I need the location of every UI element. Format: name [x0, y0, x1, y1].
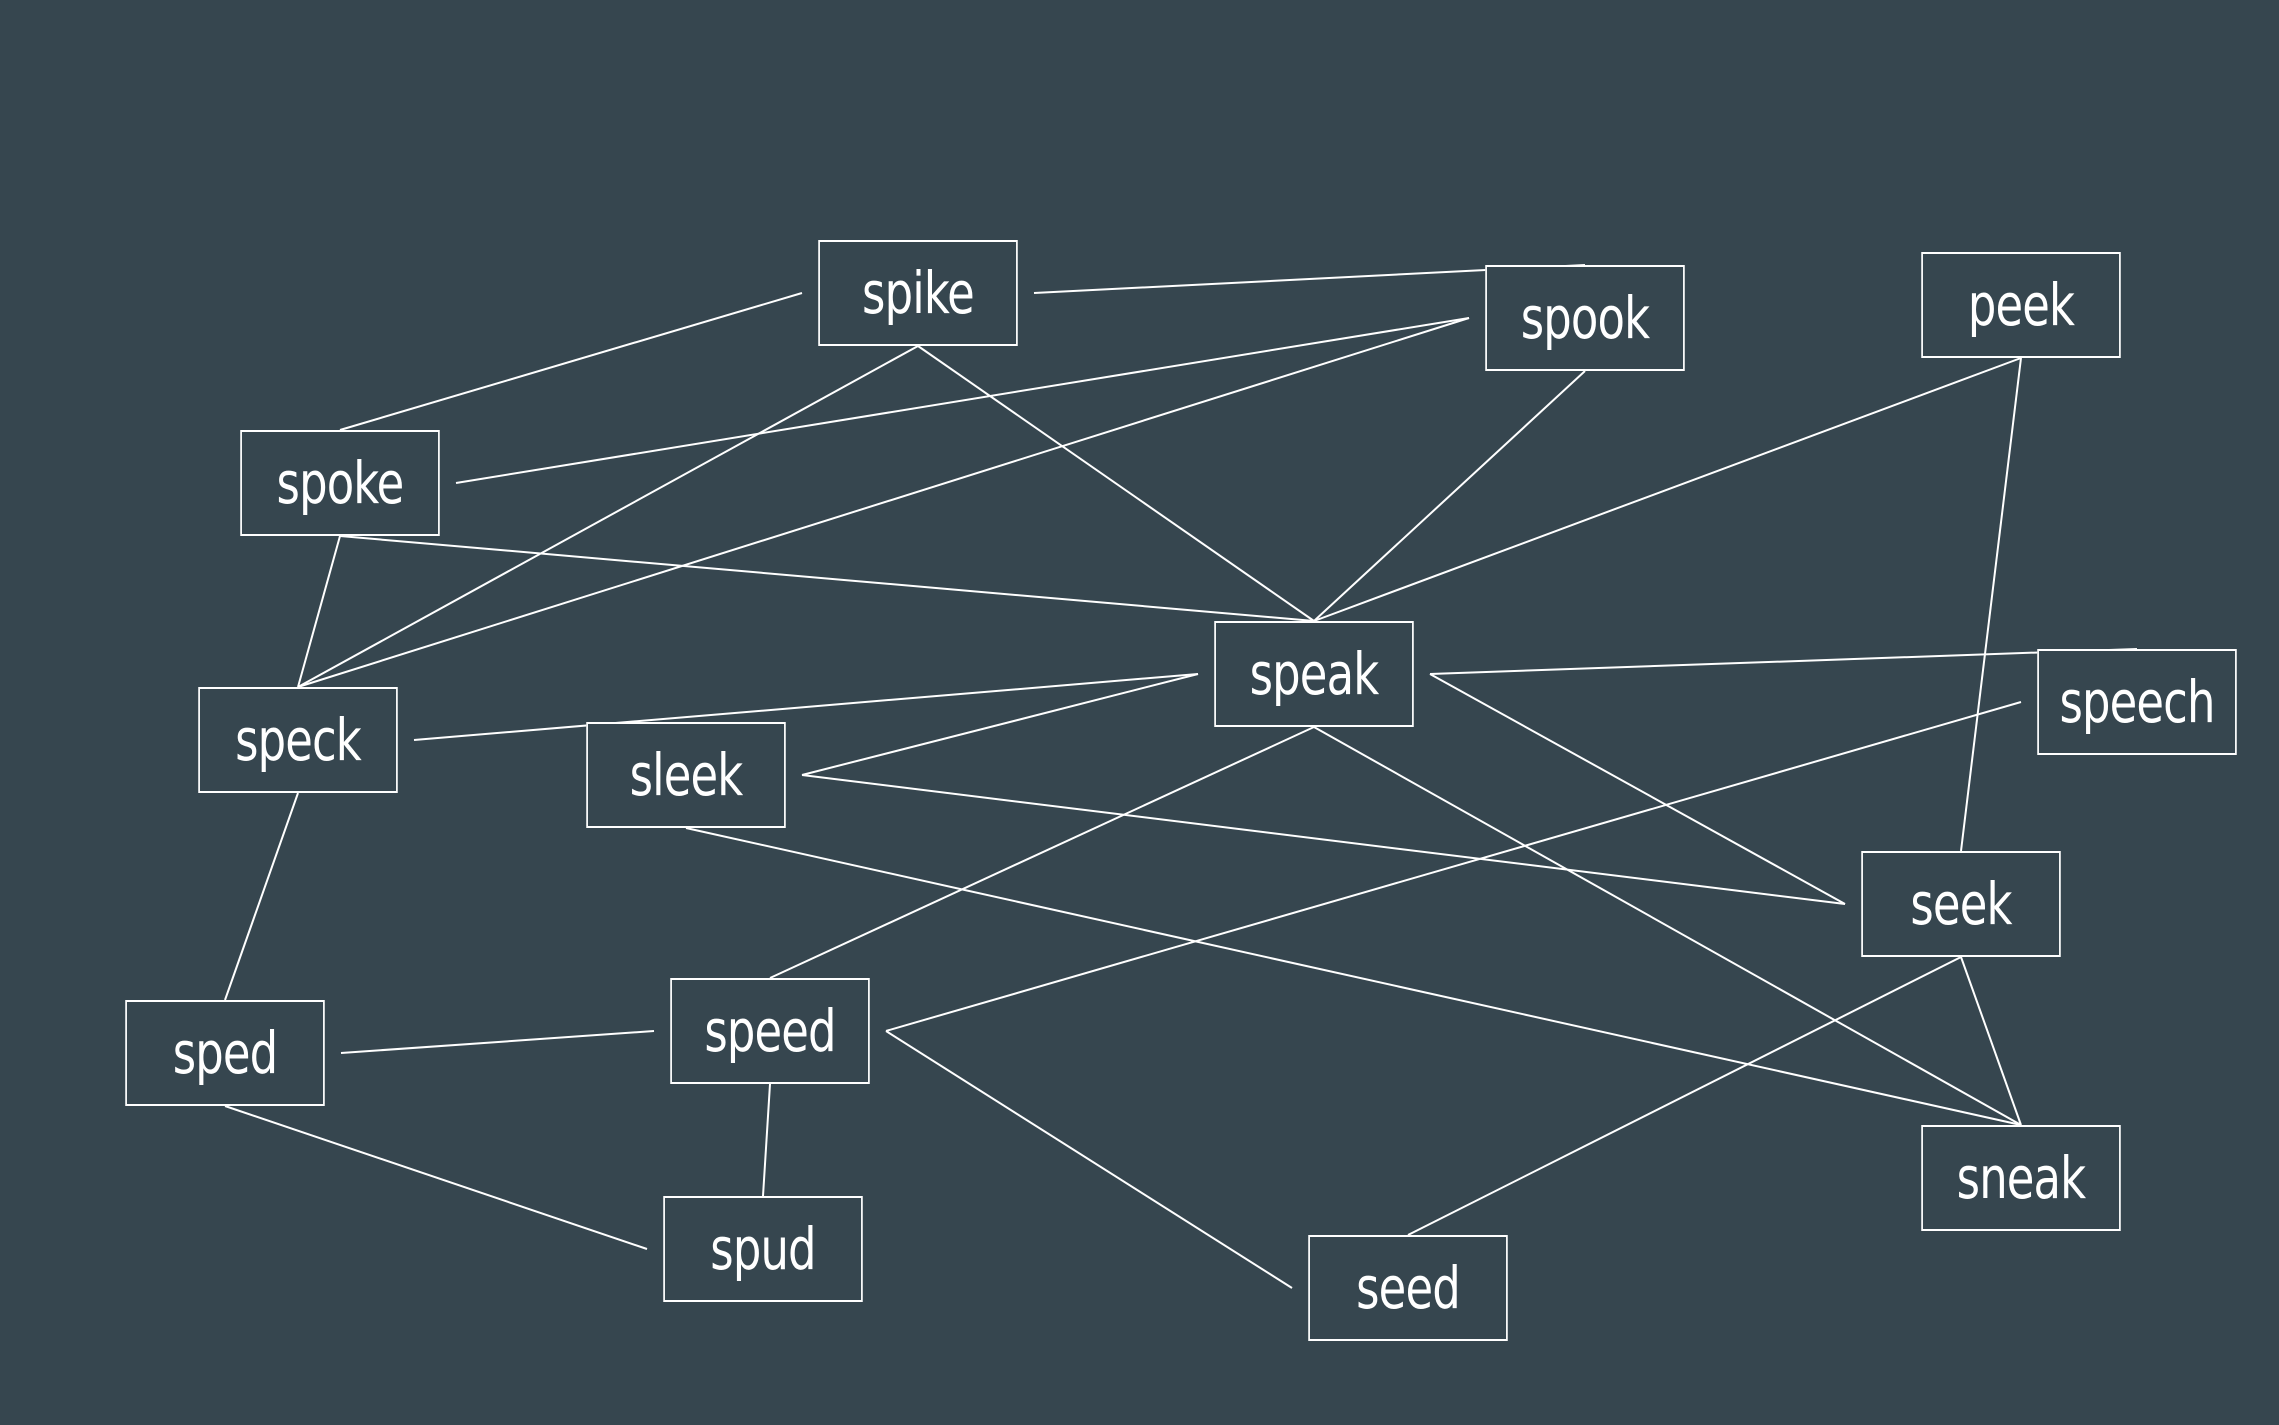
- node-sleek: sleek: [586, 722, 786, 828]
- edge-speak-speed: [769, 726, 1315, 979]
- edge-sleek-seek: [801, 774, 1846, 905]
- node-sped: sped: [125, 1000, 325, 1106]
- edge-seek-sneak: [1960, 956, 2022, 1126]
- node-label: seek: [1910, 870, 2012, 938]
- node-spike: spike: [818, 240, 1018, 346]
- edge-sleek-sneak: [685, 827, 2022, 1126]
- node-label: sneak: [1956, 1144, 2086, 1212]
- edge-speak-sleek: [801, 673, 1199, 776]
- node-label: spook: [1520, 284, 1650, 352]
- edge-spoke-speak: [339, 535, 1315, 622]
- node-seek: seek: [1861, 851, 2061, 957]
- edge-speck-sped: [224, 792, 299, 1001]
- node-label: sleek: [629, 741, 744, 809]
- node-speak: speak: [1214, 621, 1414, 727]
- node-label: speed: [704, 997, 836, 1065]
- edge-spoke-speck: [297, 535, 341, 688]
- node-peek: peek: [1921, 252, 2121, 358]
- node-label: sped: [172, 1019, 278, 1087]
- edge-speed-spud: [762, 1083, 771, 1197]
- node-label: speak: [1249, 640, 1380, 708]
- node-spook: spook: [1485, 265, 1685, 371]
- edge-sped-spud: [224, 1105, 648, 1250]
- edge-spook-spoke: [455, 317, 1470, 484]
- edge-spook-speak: [1313, 370, 1586, 622]
- edge-seek-seed: [1407, 956, 1962, 1236]
- edge-spook-speck: [297, 317, 1470, 688]
- node-label: speck: [235, 706, 362, 774]
- edge-speak-speech: [1429, 648, 2138, 675]
- node-label: spoke: [276, 449, 405, 517]
- edge-peek-seek: [1960, 357, 2022, 852]
- edge-speed-seed: [885, 1030, 1293, 1289]
- edge-spike-spoke: [339, 292, 803, 431]
- node-label: seed: [1356, 1254, 1461, 1322]
- edge-speak-seek: [1429, 673, 1846, 905]
- edge-speck-speak: [413, 673, 1199, 741]
- node-speech: speech: [2037, 649, 2237, 755]
- edge-spike-speck: [297, 345, 919, 688]
- edge-speak-sneak: [1313, 726, 2022, 1126]
- node-spud: spud: [663, 1196, 863, 1302]
- edge-sped-speed: [340, 1030, 655, 1054]
- node-label: speech: [2059, 668, 2215, 736]
- node-speed: speed: [670, 978, 870, 1084]
- edge-spike-speak: [917, 345, 1315, 622]
- node-sneak: sneak: [1921, 1125, 2121, 1231]
- node-seed: seed: [1308, 1235, 1508, 1341]
- node-label: spike: [862, 259, 975, 327]
- node-spoke: spoke: [240, 430, 440, 536]
- edge-peek-speak: [1313, 357, 2022, 622]
- node-label: spud: [710, 1215, 816, 1283]
- edge-speech-speed: [885, 701, 2022, 1032]
- node-speck: speck: [198, 687, 398, 793]
- node-label: peek: [1967, 271, 2075, 339]
